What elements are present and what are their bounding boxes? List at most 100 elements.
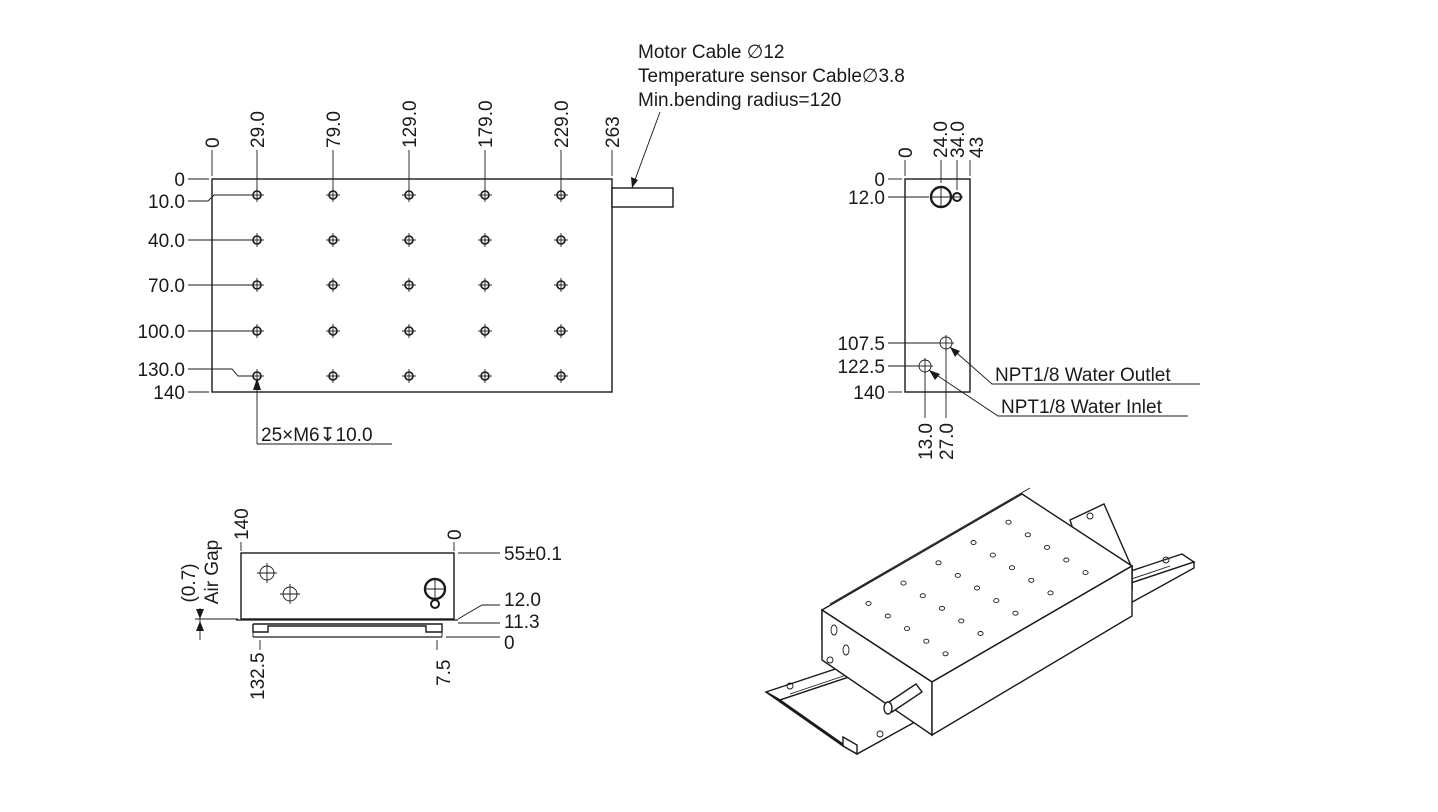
mounting-hole [402,188,416,202]
mounting-hole [554,233,568,247]
end-bottom-tick-0: 132.5 [248,652,269,700]
end-bottom-tick-1: 7.5 [434,660,455,686]
end-view-cable-port [423,577,447,609]
iso-top-hole [884,613,891,619]
water-outlet-hole [938,335,954,351]
top-view-y-tick-lines [188,178,252,393]
cable-note-line-2: Temperature sensor Cable∅3.8 [638,66,905,87]
end-view: 140 0 55±0.1 12.0 11.3 0 132.5 7.5 (0.7)… [179,508,562,700]
side-bottom-tick-0: 13.0 [916,423,937,460]
mounting-hole [250,278,264,292]
end-view-body [240,552,455,620]
mounting-hole [250,233,264,247]
iso-top-hole [977,631,984,636]
mounting-hole [402,278,416,292]
iso-top-hole [1063,557,1070,563]
air-gap-arrow-bottom [196,621,204,631]
top-view-x-tick-lines [211,150,613,195]
end-right-tick-2: 0 [504,633,515,654]
end-right-tick-0: 12.0 [504,590,541,611]
top-x-tick-1: 29.0 [248,111,269,148]
mounting-hole [478,369,492,383]
iso-top-hole [903,626,911,632]
top-x-tick-0: 0 [203,137,224,148]
mounting-hole [478,278,492,292]
iso-block-side-face [931,564,1133,737]
top-view-x-tick-labels: 0 29.0 79.0 129.0 179.0 229.0 263 [203,100,624,148]
mounting-hole [402,369,416,383]
side-y-tick-2: 107.5 [837,334,885,355]
iso-top-hole [1008,565,1016,571]
outlet-arrowhead [950,347,960,357]
iso-top-hole [865,600,872,606]
mounting-hole [478,188,492,202]
cable-note-arrowhead [631,177,638,188]
side-y-tick-3: 122.5 [837,357,885,378]
end-view-rail [252,623,443,633]
top-x-tick-4: 179.0 [476,100,497,148]
end-view-outlet-hole [280,584,300,604]
mounting-hole [478,324,492,338]
top-y-tick-5: 130.0 [137,360,185,381]
mounting-hole [326,233,340,247]
iso-top-hole [900,580,907,586]
mounting-hole [402,233,416,247]
mounting-hole [250,188,264,202]
side-view-y-tick-lines [888,178,938,393]
top-x-tick-5: 229.0 [552,100,573,148]
side-x-tick-0: 0 [896,147,917,158]
side-view-x-tick-labels: 0 24.0 34.0 43 [896,121,988,158]
iso-top-hole [942,651,949,657]
end-top-right-tick: 0 [445,529,466,540]
iso-top-hole [993,598,1000,604]
top-y-tick-6: 140 [153,383,185,404]
iso-top-hole [1028,577,1035,583]
iso-top-hole [989,552,996,558]
inlet-arrowhead [929,370,940,380]
side-bottom-tick-1: 27.0 [937,423,958,460]
end-view-inlet-hole [257,563,277,583]
top-y-tick-3: 70.0 [148,276,185,297]
iso-top-hole [935,560,942,566]
top-x-tick-2: 79.0 [324,111,345,148]
hole-callout-arrowhead [253,378,261,390]
side-y-tick-0: 0 [874,170,885,191]
iso-top-hole [1005,519,1012,525]
cable-note-leader [631,111,661,189]
side-y-tick-4: 140 [853,383,885,404]
top-y-tick-0: 0 [174,170,185,191]
side-view-outline [904,178,971,393]
motor-cable-port [929,185,953,209]
sensor-cable-port [951,192,963,202]
side-x-tick-3: 43 [967,137,988,158]
mounting-hole [250,324,264,338]
motor-cable [611,187,674,208]
mounting-hole [326,369,340,383]
top-view: 0 29.0 79.0 129.0 179.0 229.0 263 0 10.0… [137,100,674,446]
outlet-leader [949,346,1200,385]
iso-top-hole [1043,544,1051,550]
air-gap-label: Air Gap [202,540,223,604]
iso-top-hole [973,585,981,591]
iso-top-hole [919,593,926,599]
iso-top-hole [923,638,930,644]
air-gap-arrow-top [196,609,204,619]
mounting-hole [554,188,568,202]
iso-top-hole [1047,590,1054,596]
iso-top-hole [1082,570,1089,576]
mounting-hole [554,369,568,383]
iso-top-hole [958,618,965,624]
cable-note-line-3: Min.bending radius=120 [638,90,841,111]
top-view-y-tick-labels: 0 10.0 40.0 70.0 100.0 130.0 140 [137,170,185,404]
end-right-tick-1: 11.3 [504,612,540,633]
inlet-leader [928,369,1188,417]
top-x-tick-3: 129.0 [400,100,421,148]
water-outlet-label: NPT1/8 Water Outlet [995,365,1171,386]
mounting-hole [326,188,340,202]
mounting-hole [478,233,492,247]
isometric-view [764,487,1196,756]
cable-note: Motor Cable ∅12 Temperature sensor Cable… [631,42,905,189]
iso-rail-corner [842,735,858,756]
iso-top-hole [954,572,961,578]
